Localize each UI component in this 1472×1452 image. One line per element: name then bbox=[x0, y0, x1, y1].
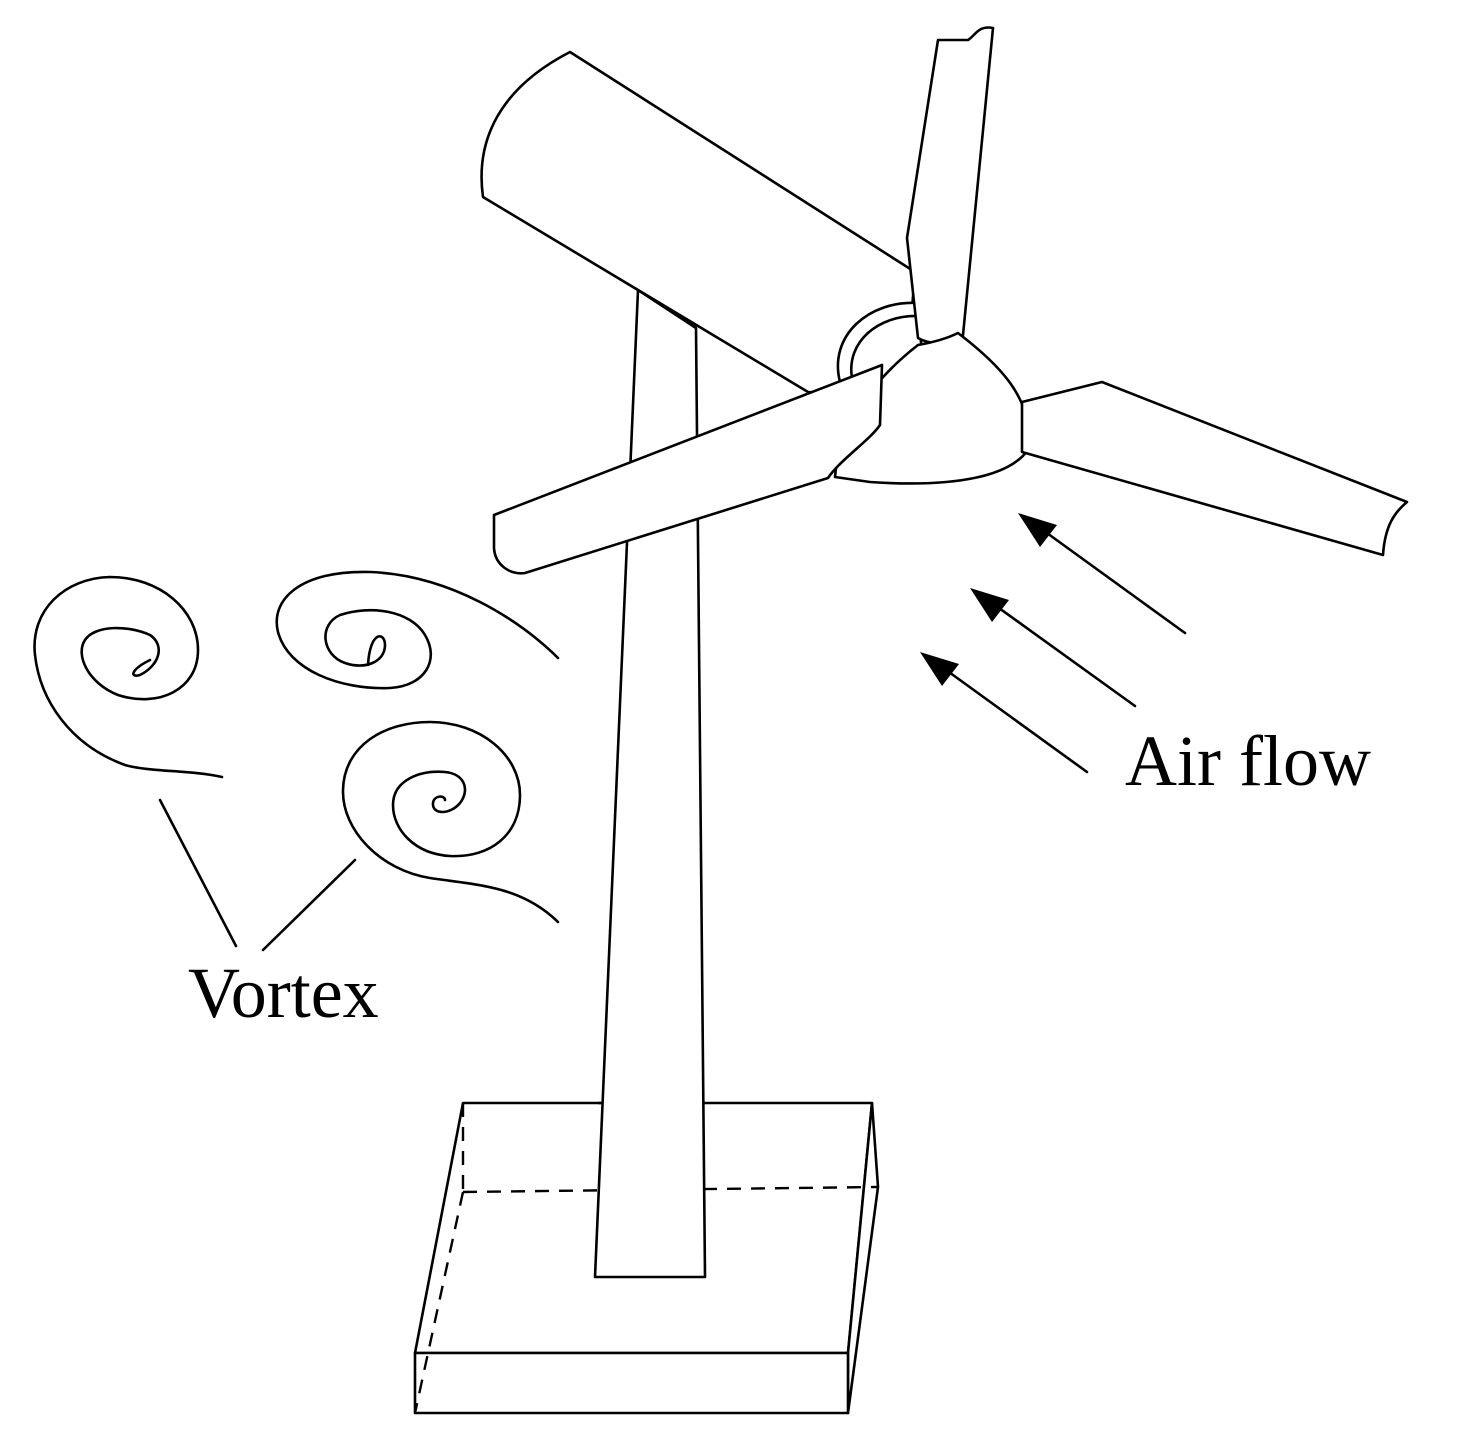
vortex-label: Vortex bbox=[188, 953, 379, 1033]
vortex-leader-line bbox=[158, 798, 238, 948]
blade-left bbox=[492, 363, 884, 575]
vortex-spiral-2 bbox=[275, 570, 560, 690]
air-flow-arrow bbox=[940, 665, 1089, 774]
arrowhead-icon bbox=[920, 652, 959, 686]
arrowhead-icon bbox=[970, 588, 1009, 622]
foundation-hidden-edge bbox=[413, 1191, 465, 1414]
nacelle bbox=[480, 50, 917, 397]
vortex-spiral-3 bbox=[341, 720, 560, 924]
foundation-front-face bbox=[413, 1351, 850, 1415]
air-flow-label: Air flow bbox=[1125, 721, 1371, 801]
blade-top bbox=[905, 26, 995, 345]
vortex-leader-line bbox=[261, 858, 357, 952]
nacelle-body bbox=[480, 50, 917, 397]
vortex-spiral-1 bbox=[33, 575, 224, 779]
tower-body bbox=[593, 288, 707, 1279]
air-flow-arrow bbox=[1038, 526, 1187, 635]
hub-ring-inner bbox=[849, 314, 920, 380]
air-flow-arrow bbox=[990, 601, 1137, 708]
arrowhead-icon bbox=[1018, 513, 1057, 547]
air-flow-arrows bbox=[920, 513, 1187, 774]
tower bbox=[593, 288, 707, 1279]
foundation-hidden-edge bbox=[462, 1185, 879, 1194]
blade-right bbox=[1020, 380, 1409, 557]
vortex-spirals bbox=[33, 570, 560, 952]
